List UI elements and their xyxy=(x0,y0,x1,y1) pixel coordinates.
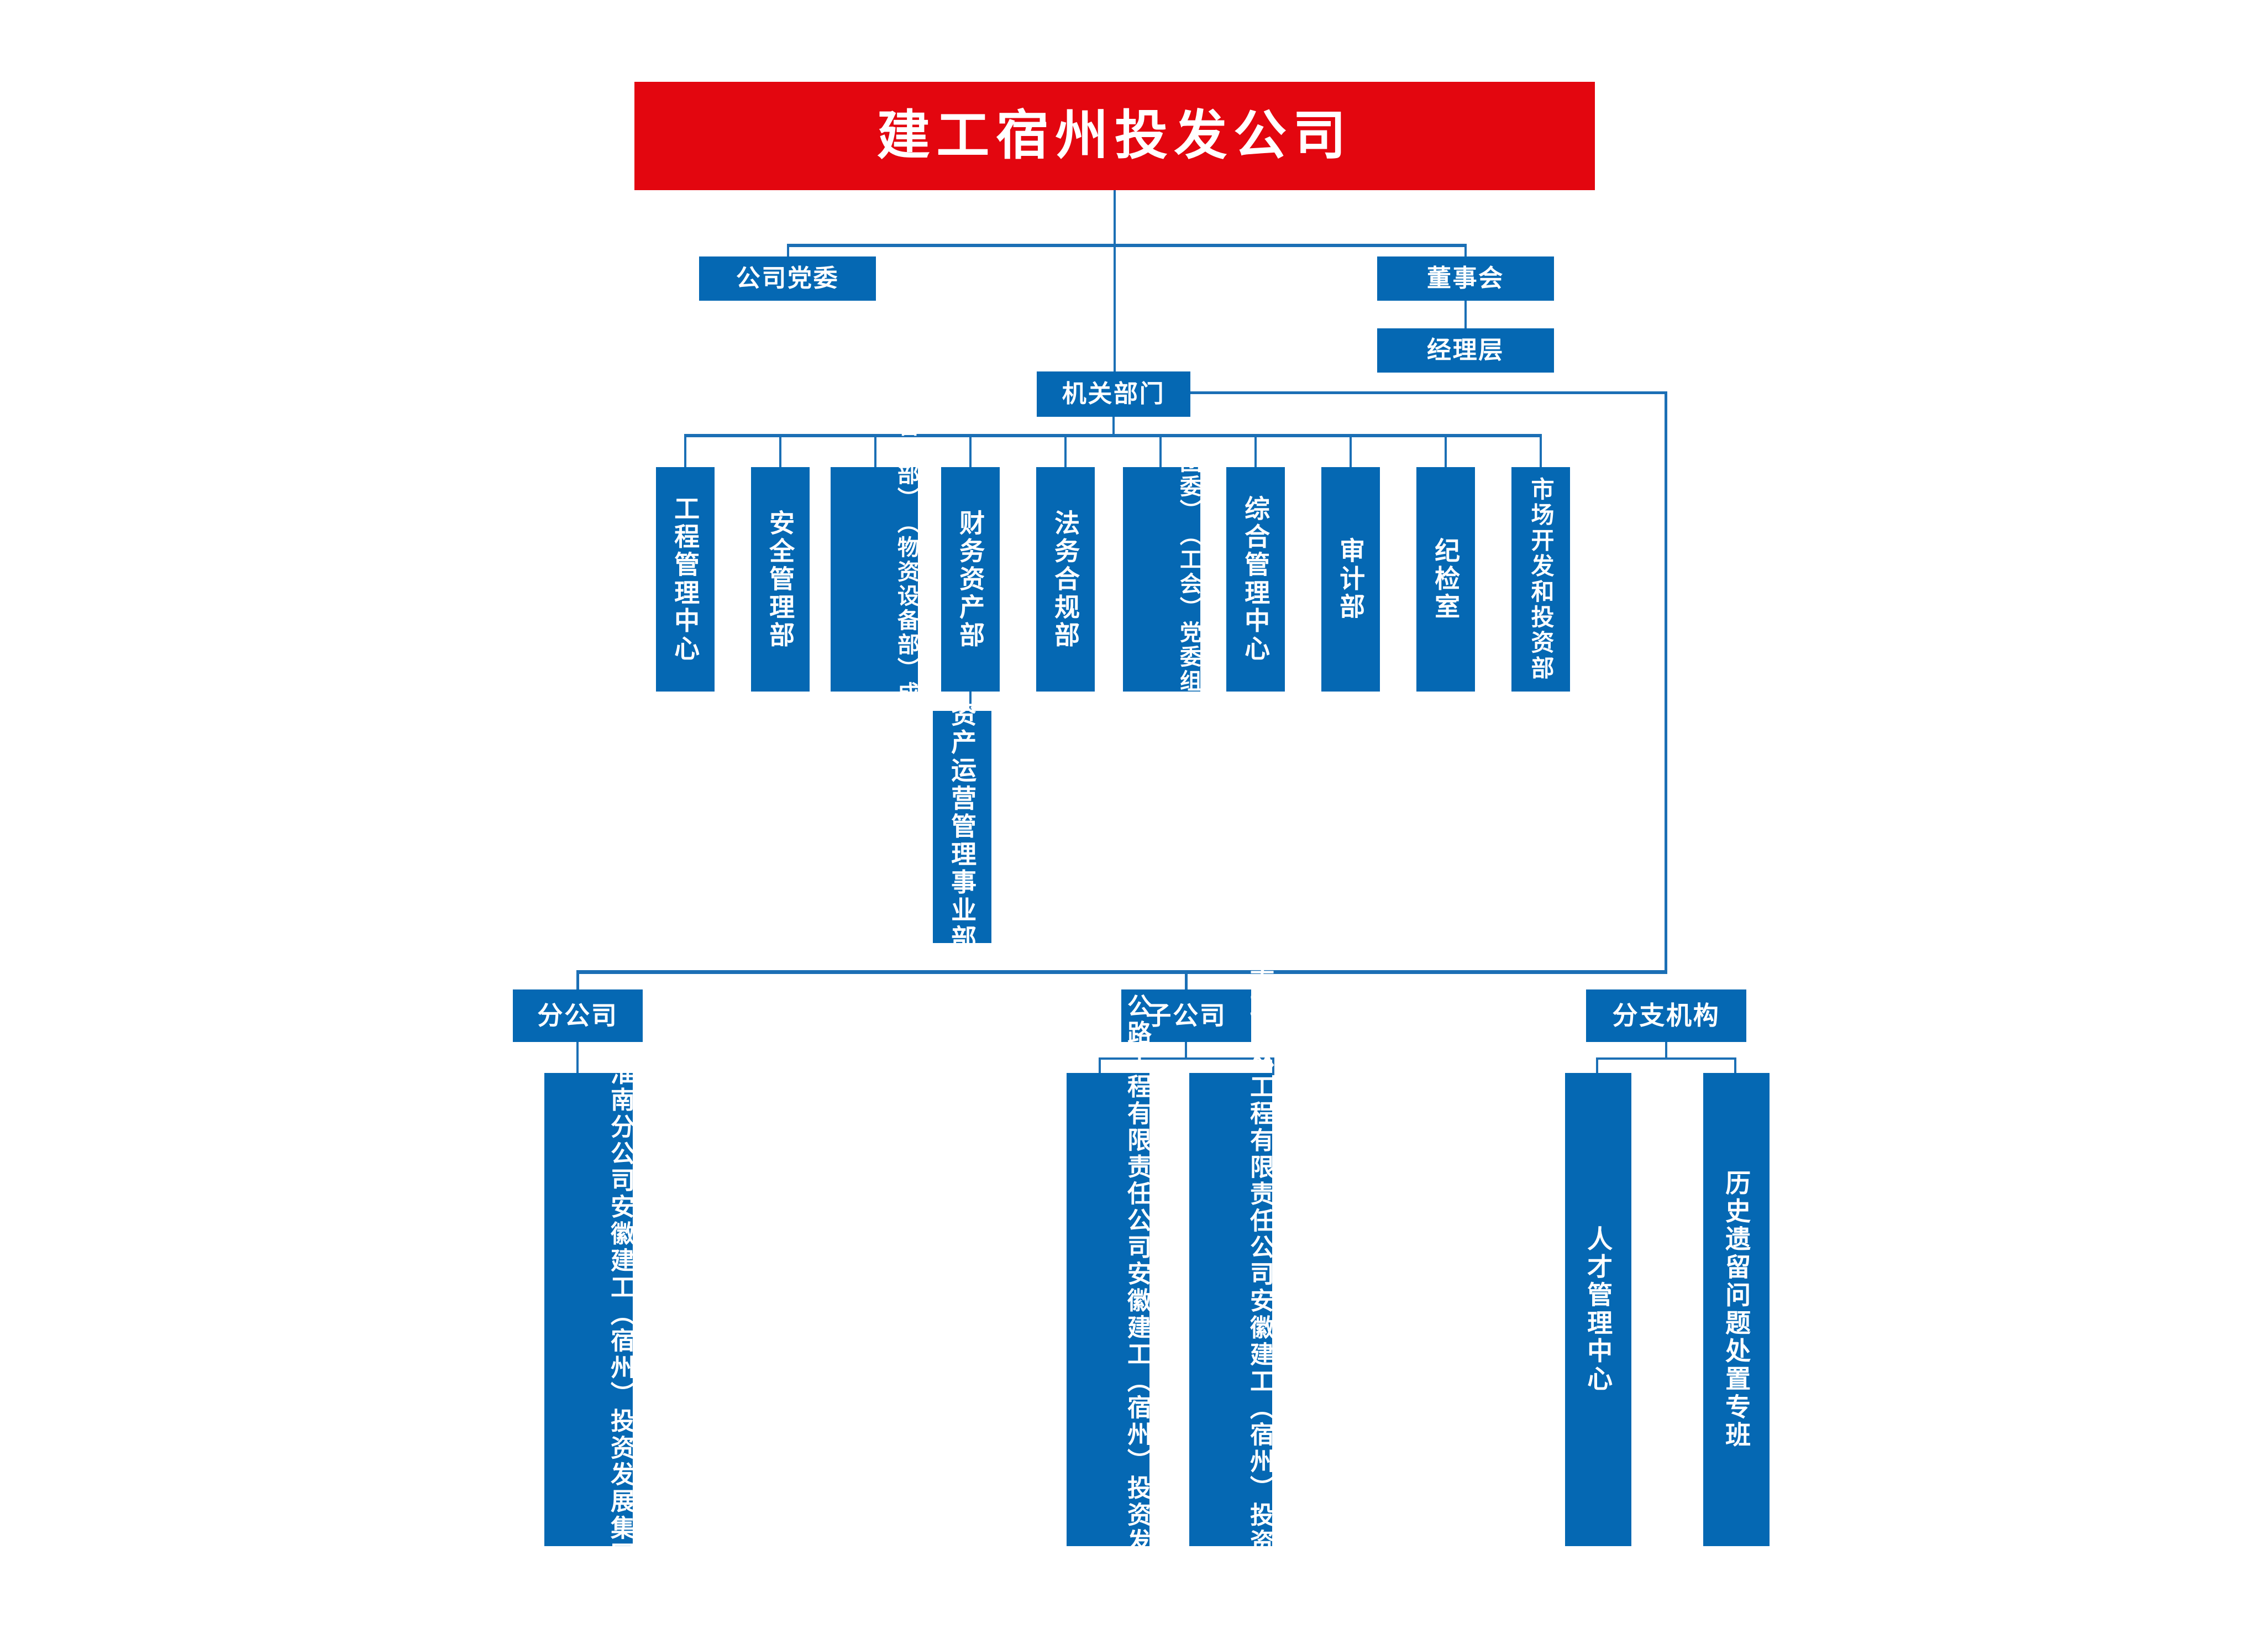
subsidiaries-group-box[interactable]: 子公司 xyxy=(1121,989,1251,1042)
party-committee-box[interactable]: 公司党委 xyxy=(699,256,876,301)
connector-departments-stem xyxy=(1112,417,1115,435)
party-committee-label: 公司党委 xyxy=(736,265,839,292)
department-column-text: 审计部 xyxy=(1336,537,1366,621)
company-column-text: 淮南分公司 xyxy=(607,1060,634,1195)
department-column-text: 成本管理中心 xyxy=(894,682,918,828)
connector-level2-bus xyxy=(787,244,1467,247)
connector-dept-drop-10 xyxy=(1540,434,1542,467)
department-discipline-inspection-office[interactable]: 纪检室 xyxy=(1416,467,1475,692)
connector-departments-right-arm xyxy=(1190,391,1667,394)
company-municipal-landscape-engineering[interactable]: 安徽建工（宿州）投资发展集团 市政园林工程有限责任公司 xyxy=(1189,967,1273,1639)
department-column-text: （团委） xyxy=(1177,426,1201,523)
company-column-text: 历史遗留问题处置专班 xyxy=(1722,1170,1751,1449)
connector-affiliate-drop-2 xyxy=(1734,1057,1736,1075)
connector-dept-drop-5 xyxy=(1064,434,1067,467)
department-legal-compliance-dept[interactable]: 法务合规部 xyxy=(1036,467,1095,692)
connector-branches-to-child xyxy=(576,1042,579,1075)
company-column-text: 安徽建工（宿州）投资发展集团 xyxy=(1246,1287,1273,1639)
company-huainan-branch[interactable]: 安徽建工（宿州）投资发展集团 淮南分公司 xyxy=(544,1060,634,1569)
affiliates-group-label: 分支机构 xyxy=(1612,1001,1720,1030)
connector-finance-to-asset-division xyxy=(969,692,972,716)
connector-dept-drop-1 xyxy=(684,434,686,467)
connector-dept-drop-4 xyxy=(969,434,972,467)
department-party-organization-dept[interactable]: 党委组织部 （工会） （团委） xyxy=(1123,426,1201,742)
branches-group-box[interactable]: 分公司 xyxy=(513,989,643,1042)
company-column-text: 市政园林工程有限责任公司 xyxy=(1246,966,1273,1288)
connector-board-drop xyxy=(1464,244,1467,256)
department-finance-assets-dept[interactable]: 财务资产部 xyxy=(941,467,1000,692)
root-company-box[interactable]: 建工宿州投发公司 xyxy=(634,82,1595,190)
department-column-text: （物资设备部） xyxy=(894,511,918,682)
division-asset-operation-management[interactable]: 资产运营管理事业部 xyxy=(933,701,991,953)
connector-dept-drop-8 xyxy=(1350,434,1352,467)
department-column-text: 党委组织部 xyxy=(1177,621,1201,742)
connector-board-to-management xyxy=(1464,301,1467,328)
company-column-text: 公路工程有限责任公司 xyxy=(1124,993,1151,1261)
departments-header-box[interactable]: 机关部门 xyxy=(1037,371,1190,417)
branches-group-label: 分公司 xyxy=(537,1001,618,1030)
board-of-directors-label: 董事会 xyxy=(1427,265,1504,292)
company-legacy-issues-task-force[interactable]: 历史遗留问题处置专班 xyxy=(1703,1073,1770,1546)
department-audit-dept[interactable]: 审计部 xyxy=(1321,467,1380,692)
connector-affiliates-stem xyxy=(1665,1042,1667,1059)
connector-dept-drop-2 xyxy=(779,434,781,467)
department-column-text: （招标管理部） xyxy=(894,341,918,511)
connector-dept-drop-6 xyxy=(1159,434,1162,467)
connector-party-committee-drop xyxy=(787,244,789,256)
connector-root-stem xyxy=(1114,190,1116,384)
department-engineering-management-center[interactable]: 工程管理中心 xyxy=(656,467,715,692)
connector-dept-drop-3 xyxy=(874,434,876,467)
department-general-management-center[interactable]: 综合管理中心 xyxy=(1226,467,1285,692)
management-layer-box[interactable]: 经理层 xyxy=(1377,328,1554,373)
department-column-text: 安全管理部 xyxy=(766,509,795,650)
connector-right-trunk xyxy=(1665,391,1667,972)
management-layer-label: 经理层 xyxy=(1427,337,1504,364)
connector-bottom-bus xyxy=(576,970,1667,974)
root-company-label: 建工宿州投发公司 xyxy=(876,106,1353,166)
department-safety-management-dept[interactable]: 安全管理部 xyxy=(751,467,810,692)
company-column-text: 安徽建工（宿州）投资发展集团 xyxy=(607,1194,634,1569)
department-column-text: （工会） xyxy=(1177,523,1201,621)
departments-header-label: 机关部门 xyxy=(1062,380,1166,408)
department-cost-management-center[interactable]: 成本管理中心 （物资设备部） （招标管理部） xyxy=(831,341,918,828)
connector-affiliates-bus xyxy=(1596,1057,1736,1060)
connector-subsidiaries-stem xyxy=(1185,1042,1187,1059)
department-column-text: 综合管理中心 xyxy=(1241,495,1271,663)
connector-affiliate-drop-1 xyxy=(1596,1057,1598,1075)
division-column-text: 资产运营管理事业部 xyxy=(948,701,977,953)
department-column-text: 市场开发和投资部 xyxy=(1528,477,1555,682)
connector-subsidiaries-group-drop xyxy=(1185,970,1188,1005)
company-column-text: 安徽建工（宿州）投资发展集团 xyxy=(1124,1261,1151,1636)
department-column-text: 纪检室 xyxy=(1431,537,1461,621)
affiliates-group-box[interactable]: 分支机构 xyxy=(1586,989,1746,1042)
connector-subsidiary-drop-1 xyxy=(1099,1057,1101,1075)
company-talent-management-center[interactable]: 人才管理中心 xyxy=(1565,1073,1631,1546)
subsidiaries-group-label: 子公司 xyxy=(1146,1001,1227,1030)
connector-dept-drop-7 xyxy=(1254,434,1257,467)
department-market-development-investment-dept[interactable]: 市场开发和投资部 xyxy=(1511,467,1570,692)
connector-dept-drop-9 xyxy=(1445,434,1447,467)
connector-departments-bus xyxy=(684,434,1541,437)
company-highway-engineering[interactable]: 安徽建工（宿州）投资发展集团 公路工程有限责任公司 xyxy=(1067,993,1151,1636)
department-column-text: 财务资产部 xyxy=(956,509,985,650)
department-column-text: 法务合规部 xyxy=(1051,509,1080,650)
department-column-text: 工程管理中心 xyxy=(671,495,700,663)
company-column-text: 人才管理中心 xyxy=(1584,1226,1613,1394)
board-of-directors-box[interactable]: 董事会 xyxy=(1377,256,1554,301)
connector-left-trunk xyxy=(576,972,579,1005)
connector-subsidiary-drop-2 xyxy=(1272,1057,1274,1075)
connector-subsidiaries-bus xyxy=(1099,1057,1274,1060)
